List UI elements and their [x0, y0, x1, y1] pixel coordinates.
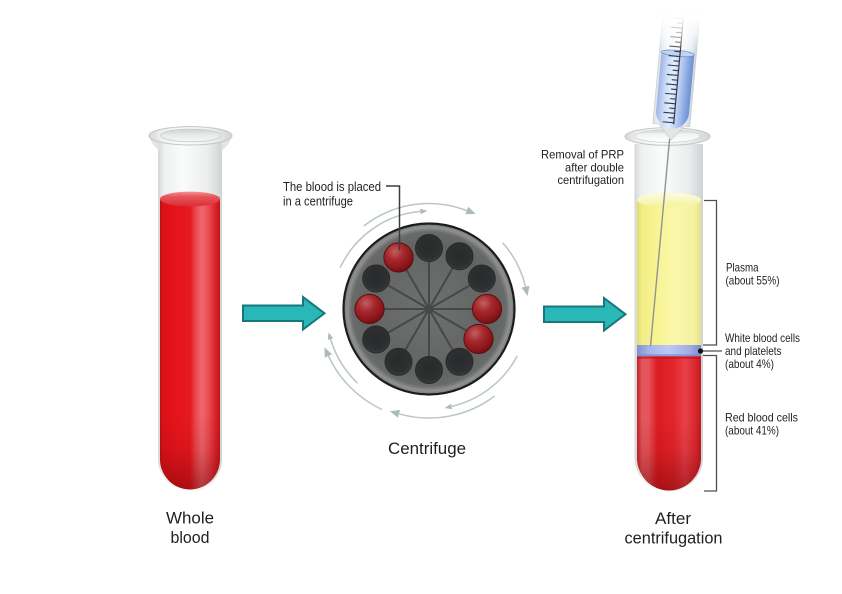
svg-text:centrifugation: centrifugation [558, 173, 625, 187]
svg-text:centrifugation: centrifugation [625, 529, 723, 548]
svg-text:after double: after double [565, 160, 624, 174]
svg-text:in a centrifuge: in a centrifuge [283, 194, 353, 209]
svg-text:Whole: Whole [166, 509, 214, 528]
svg-text:(about 55%): (about 55%) [726, 273, 780, 287]
svg-text:(about 41%): (about 41%) [725, 423, 779, 437]
svg-text:The blood is placed: The blood is placed [283, 179, 381, 194]
svg-text:Centrifuge: Centrifuge [388, 439, 466, 458]
svg-text:and platelets: and platelets [725, 344, 782, 358]
svg-text:Plasma: Plasma [726, 260, 759, 274]
svg-text:After: After [655, 509, 691, 528]
svg-text:Red blood cells: Red blood cells [725, 410, 798, 424]
svg-text:blood: blood [171, 528, 210, 547]
svg-text:White blood cells: White blood cells [725, 331, 800, 345]
svg-text:(about 4%): (about 4%) [725, 357, 774, 371]
svg-text:Removal of PRP: Removal of PRP [541, 147, 624, 161]
